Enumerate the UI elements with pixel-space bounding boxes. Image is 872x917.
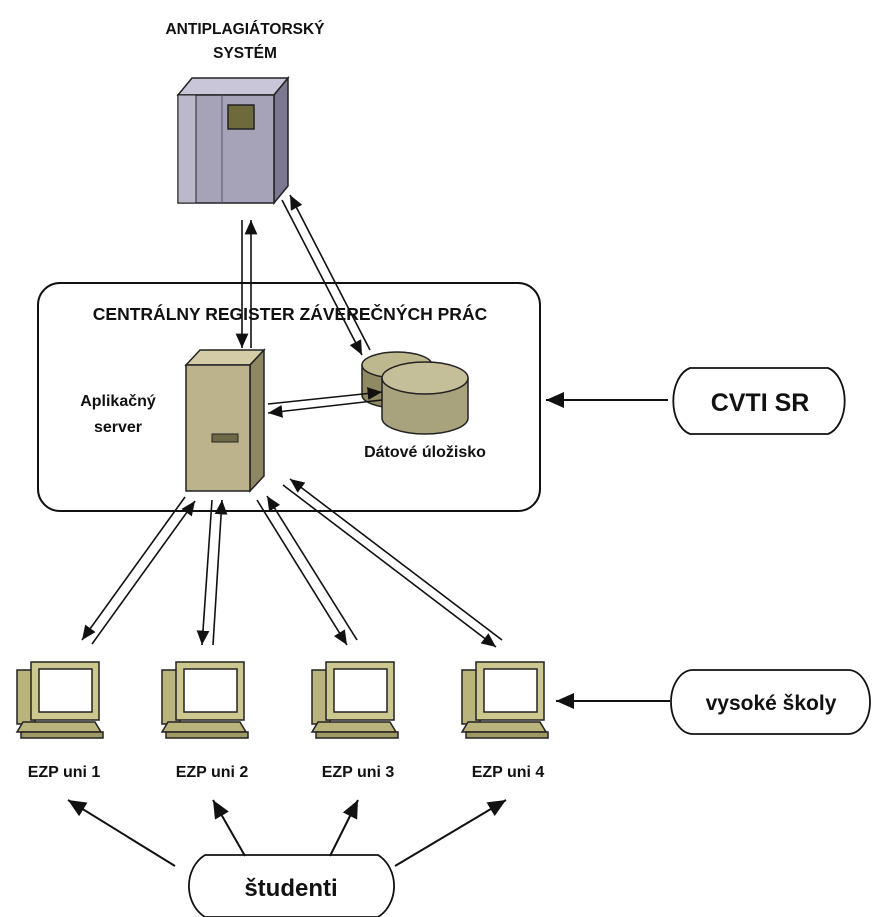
arrow-uni1-to-app [91,500,196,645]
arrow-app-to-storage [267,387,383,405]
arrow-uni2-to-app [212,499,228,646]
arrow-students-to-uni1 [67,799,176,867]
arrow-app-to-uni3 [256,499,348,646]
arrow-uni3-to-app [266,495,358,641]
arrow-students-to-uni4 [394,799,507,867]
students-label: študenti [244,875,337,902]
arrow-storage-to-antiplag [289,194,371,351]
workstation-uni2-icon [161,661,249,739]
app-server-label-line2: server [94,419,142,436]
universities-label: vysoké školy [706,692,837,715]
workstation-uni4-icon [461,661,549,739]
arrow-app-to-uni2 [196,499,213,646]
workstation-uni2-label: EZP uni 2 [176,764,249,781]
arrow-uni4-to-app [289,478,503,641]
central-register-box [37,282,541,512]
app-server-label-line1: Aplikačný [80,393,156,410]
arrow-app-to-uni4 [282,484,497,648]
arrow-antiplag-to-storage [281,199,363,356]
antiplagiarism-server-icon [176,75,290,206]
operator-bubble [672,367,846,435]
workstation-uni3-icon [311,661,399,739]
students-bubble [188,854,395,917]
arrow-students-to-uni3 [329,799,359,857]
central-register-title: CENTRÁLNY REGISTER ZÁVEREČNÝCH PRÁC [93,303,488,324]
data-storage-icon [361,351,469,435]
arrow-app-to-uni1 [81,496,186,641]
data-storage-label: Dátové úložisko [364,444,486,461]
universities-bubble [670,669,871,735]
application-server-icon [184,348,266,493]
workstation-uni3-label: EZP uni 3 [322,764,395,781]
antiplag-title-line2: SYSTÉM [213,45,277,62]
workstation-uni4-label: EZP uni 4 [472,764,545,781]
arrow-storage-to-app [267,399,383,418]
operator-label: CVTI SR [711,389,810,417]
students-arrows [67,799,507,867]
arrow-students-to-uni2 [212,799,246,857]
connection-arrows [81,194,503,648]
workstation-uni1-label: EZP uni 1 [28,764,101,781]
workstation-uni1-icon [16,661,104,739]
antiplag-title-line1: ANTIPLAGIÁTORSKÝ [165,20,325,38]
